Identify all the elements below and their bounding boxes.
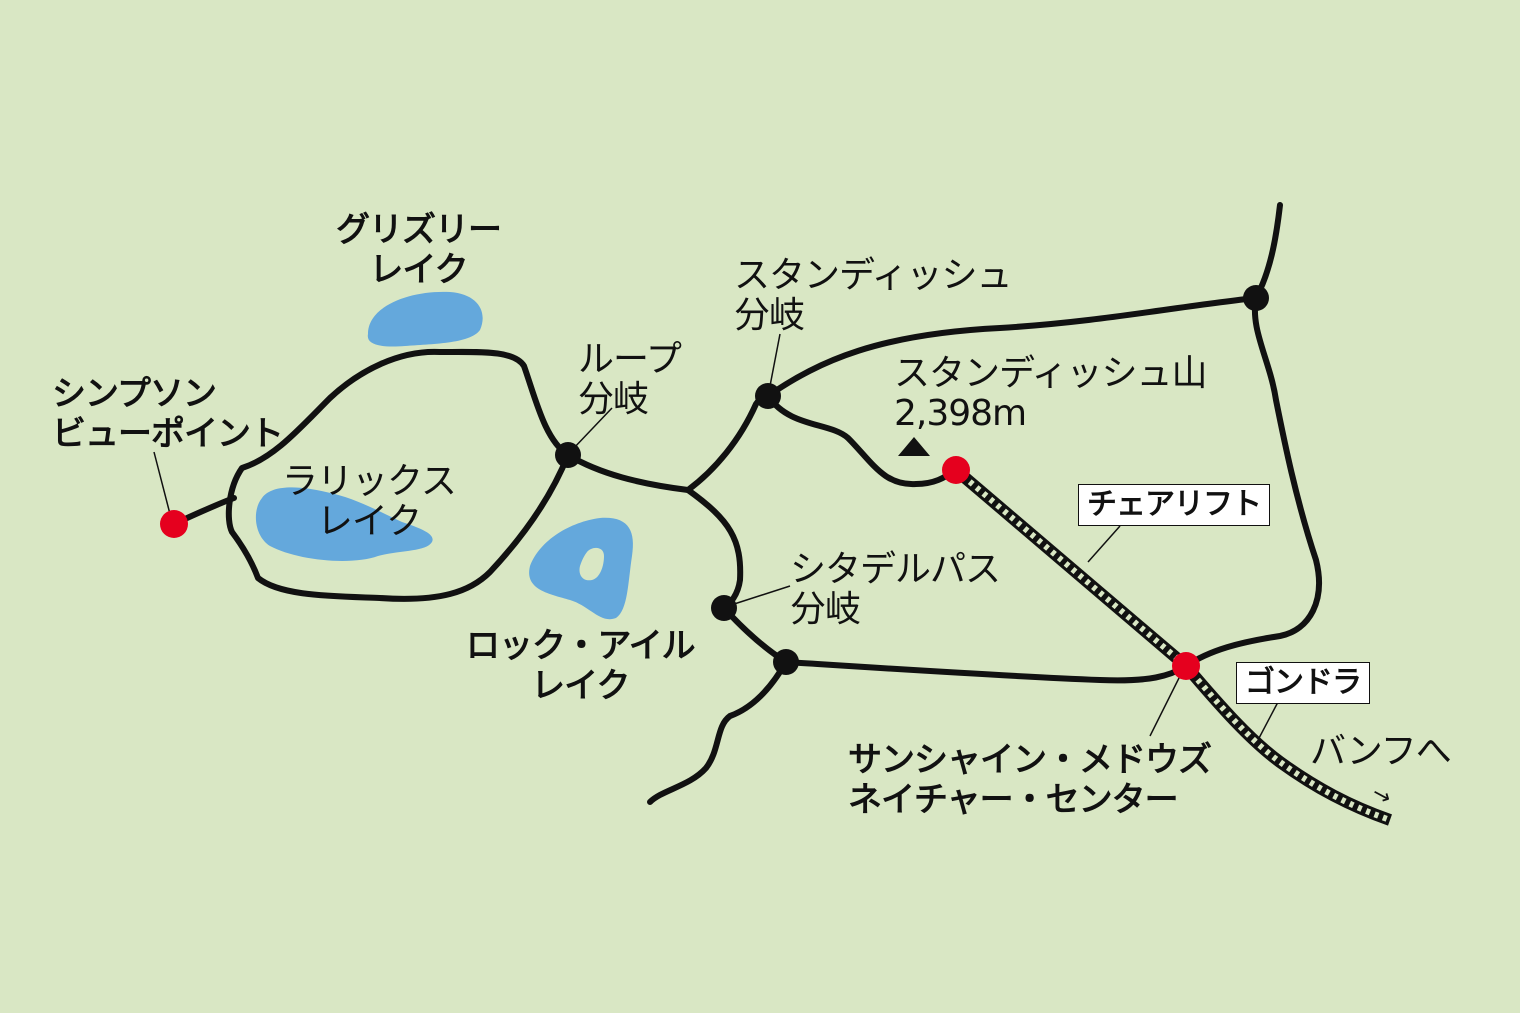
citadel-pass-junction-label: シタデルパス 分岐 [790,549,1001,630]
gondola-label: ゴンドラ [1236,662,1370,704]
leader-lines [153,333,1279,741]
gondola-line [1181,662,1392,826]
rock-isle-lake [529,517,633,620]
rock-isle-lake-label: ロック・アイル レイク [466,626,696,706]
leader-sunshine [1149,675,1181,737]
leader-loop [571,407,613,451]
southwest-trail [647,659,789,805]
standish-summit-trail [765,393,959,488]
larix-lake-label: ラリックス レイク [282,461,457,542]
larix-lake [255,487,433,561]
grizzly-lake-label: グリズリー レイク [336,210,502,290]
leader-gondola [1257,701,1279,741]
black-dot-icon [773,649,799,675]
mount-standish-label: スタンディッシュ山 2,398m [894,353,1207,434]
standish-ridge-trail [765,295,1259,399]
north-trail [1253,202,1283,301]
triangle-summit-icon [898,437,930,456]
to-banff-label: バンフへ [1310,731,1452,772]
citadel-trail [685,487,744,611]
black-dot-icon [711,595,737,621]
east-trail [1183,295,1322,669]
sunshine-meadows-label: サンシャイン・メドウズ ネイチャー・センター [848,740,1212,820]
leader-simpson [153,451,171,515]
black-dot-icon [1243,285,1269,311]
leader-chairlift [1087,525,1121,563]
chairlift-line [952,465,1190,671]
trail-network [171,202,1322,805]
red-dot-icon [942,456,970,484]
red-dot-icon [160,510,188,538]
leader-standish [769,333,781,387]
chairlift-label: チェアリフト [1078,484,1270,526]
red-dot-icon [1172,652,1200,680]
loop-junction-label: ループ 分岐 [578,339,682,420]
simpson-viewpoint-label: シンプソン ビューポイント [52,374,284,454]
grizzly-lake [367,291,483,347]
standish-junction-label: スタンディッシュ 分岐 [734,255,1012,336]
leader-citadel [727,585,791,607]
black-dot-icon [555,442,581,468]
sunshine-trail [783,659,1189,684]
black-dot-icon [755,383,781,409]
